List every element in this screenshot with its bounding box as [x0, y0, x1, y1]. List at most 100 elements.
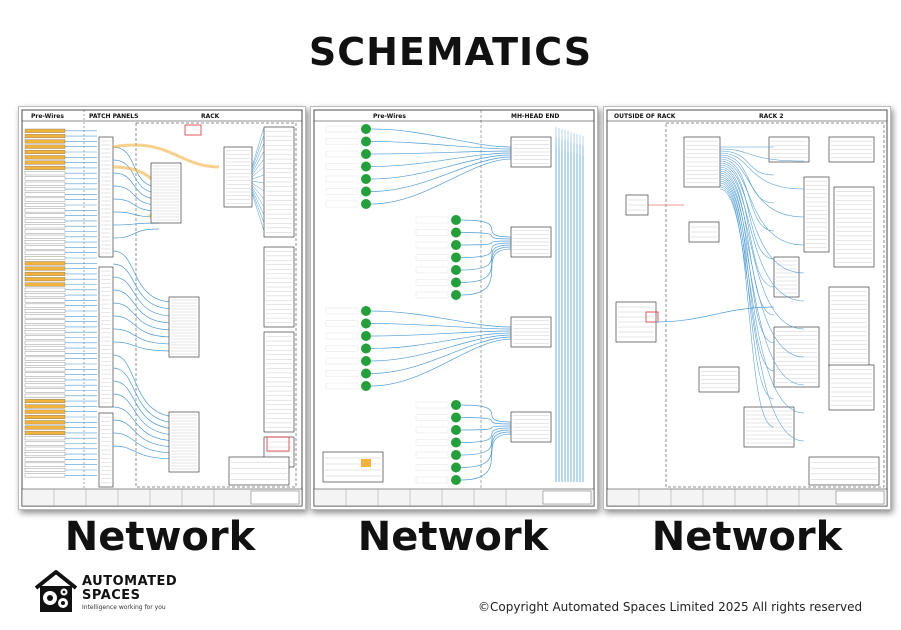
- prewire-label: [24, 462, 66, 467]
- network-cable: [112, 341, 175, 352]
- network-cable: [251, 184, 265, 200]
- prewire-label: [24, 399, 66, 404]
- prewire-label: [24, 324, 66, 329]
- sheet-1-section-rack: RACK: [201, 113, 220, 120]
- blind-label: [325, 332, 359, 340]
- blind-node-icon: [361, 199, 371, 209]
- prewire-label: [24, 192, 66, 197]
- network-cable: [251, 166, 265, 178]
- blind-node-icon: [451, 290, 461, 300]
- prewire-label: [24, 356, 66, 361]
- sheet-3-section-outside-rack: OUTSIDE OF RACK: [614, 113, 676, 120]
- blind-node-icon: [451, 252, 461, 263]
- network-cable: [370, 154, 512, 180]
- blind-node-icon: [451, 215, 461, 225]
- network-cable: [251, 180, 265, 184]
- network-cable: [460, 417, 512, 425]
- title-block: [606, 488, 888, 507]
- blind-label: [325, 382, 359, 390]
- prewire-label: [24, 340, 66, 345]
- prewire-label: [24, 266, 66, 271]
- sheet-2-caption: Network: [357, 514, 549, 560]
- prewire-label: [24, 351, 66, 356]
- network-cable: [719, 184, 805, 414]
- prewire-label: [24, 383, 66, 388]
- network-cable: [655, 306, 775, 323]
- prewire-label: [24, 234, 66, 239]
- blind-label: [415, 291, 449, 299]
- blind-label: [415, 426, 449, 434]
- prewire-label: [24, 335, 66, 340]
- network-cable: [719, 152, 805, 190]
- prewire-label: [24, 319, 66, 324]
- network-cable: [719, 154, 775, 204]
- network-cable: [460, 246, 512, 283]
- sheet-1-caption: Network: [64, 514, 256, 560]
- warning-box: [184, 124, 202, 136]
- blind-label: [415, 414, 449, 421]
- blind-label: [325, 357, 359, 365]
- network-cable: [112, 419, 180, 448]
- network-cable: [460, 232, 512, 240]
- blind-label: [325, 125, 359, 133]
- network-cable: [370, 141, 512, 150]
- prewire-label: [24, 287, 66, 292]
- network-cable: [460, 219, 512, 238]
- network-cable: [460, 244, 512, 271]
- network-cable: [719, 168, 805, 302]
- blind-node-icon: [361, 149, 371, 159]
- blind-node-icon: [451, 277, 461, 288]
- prewire-label: [24, 346, 66, 351]
- network-cable: [251, 142, 265, 172]
- network-cable: [112, 380, 180, 430]
- prewire-label: [24, 330, 66, 335]
- title-block: [313, 488, 595, 507]
- page-title: SCHEMATICS: [308, 30, 593, 74]
- network-cable: [719, 150, 775, 176]
- network-cable: [370, 152, 512, 167]
- blind-label: [415, 451, 449, 459]
- prewire-label: [24, 404, 66, 409]
- prewire-label: [24, 420, 66, 425]
- sheet-2-section-prewires: Pre-Wires: [373, 113, 406, 120]
- rack-boundary: [665, 122, 885, 488]
- network-cable: [370, 334, 512, 362]
- schematic-sheet-3[interactable]: OUTSIDE OF RACK RACK 2: [603, 106, 891, 510]
- network-cable: [719, 170, 775, 316]
- prewire-label: [24, 229, 66, 234]
- blind-node-icon: [361, 174, 371, 184]
- warning-box: [645, 311, 659, 323]
- network-cable: [112, 432, 180, 454]
- rack-boundary: [135, 122, 297, 488]
- prewire-label: [24, 388, 66, 393]
- prewire-label: [24, 468, 66, 472]
- network-cable: [112, 445, 180, 460]
- network-cable: [251, 134, 265, 170]
- network-cable: [251, 186, 265, 208]
- network-cable: [112, 328, 175, 345]
- prewire-label: [24, 372, 66, 377]
- network-cable: [251, 126, 265, 168]
- prewire-label: [24, 165, 66, 170]
- schematic-sheet-1[interactable]: Pre-Wires PATCH PANELS RACK: [18, 106, 306, 510]
- title-block: [21, 488, 303, 507]
- house-gears-icon: [34, 570, 78, 612]
- prewire-label: [24, 303, 66, 308]
- network-cable: [251, 188, 265, 216]
- network-cable: [112, 406, 180, 442]
- network-cable: [251, 192, 265, 232]
- schematic-drawing-1: [21, 109, 303, 507]
- blind-node-icon: [451, 227, 461, 238]
- blind-label: [325, 345, 359, 352]
- prewire-label: [24, 425, 66, 430]
- prewire-label: [24, 139, 66, 144]
- prewire-label: [24, 160, 66, 165]
- prewire-label: [24, 377, 66, 382]
- network-cable: [370, 330, 512, 337]
- blind-label: [325, 175, 359, 183]
- network-cable: [719, 188, 805, 442]
- prewire-label: [24, 187, 66, 192]
- blind-label: [325, 138, 359, 145]
- schematic-sheet-2[interactable]: Pre-Wires MH-HEAD END: [310, 106, 598, 510]
- network-cable: [251, 190, 265, 224]
